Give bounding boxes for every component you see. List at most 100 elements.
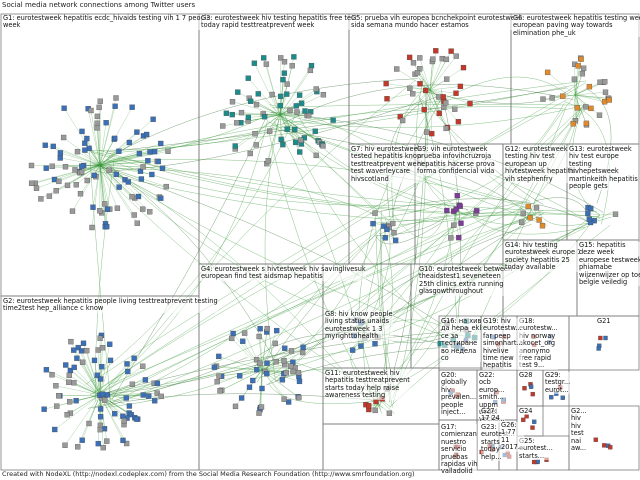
user-node <box>147 149 153 155</box>
user-node <box>126 139 133 146</box>
user-node <box>574 105 581 111</box>
user-node <box>290 368 296 375</box>
user-node <box>272 340 278 347</box>
user-node <box>140 164 146 170</box>
group-label-g3: G3: eurotestweek hiv testing hepatitis f… <box>201 14 358 30</box>
user-node <box>238 109 245 116</box>
edge <box>250 236 375 373</box>
user-node <box>82 140 88 146</box>
user-node <box>612 211 619 217</box>
edge <box>107 227 383 405</box>
edge <box>279 114 301 141</box>
user-node <box>608 445 613 450</box>
user-node <box>454 192 460 199</box>
user-node <box>298 137 304 143</box>
user-node <box>247 150 253 157</box>
user-node <box>140 206 146 212</box>
user-node <box>457 203 463 209</box>
edge <box>90 110 101 166</box>
edge <box>31 164 101 184</box>
edge <box>413 62 431 91</box>
group-label-g24: G24 <box>519 407 533 416</box>
user-node <box>63 362 69 368</box>
user-node <box>245 75 251 81</box>
edge <box>99 122 107 166</box>
user-node <box>53 383 59 389</box>
user-node <box>155 158 161 165</box>
edge <box>77 151 101 166</box>
user-node <box>528 384 534 389</box>
user-node <box>386 410 393 416</box>
user-node <box>585 210 591 216</box>
edge <box>375 220 445 245</box>
group-label-g15: G15: hepatitis deze week europese testwe… <box>579 241 640 287</box>
edge <box>279 114 282 140</box>
group-label-g14: G14: hiv testing eurotestweek europe 1 s… <box>505 241 582 272</box>
edge <box>279 65 312 116</box>
user-node <box>49 163 55 169</box>
edge <box>429 89 457 94</box>
group-label-g19: G19: hiv eurotestw... far peep simonhart… <box>483 317 523 370</box>
user-node <box>384 96 390 102</box>
edge <box>108 200 539 386</box>
group-label-g6: G6: eurotestweek hepatitis testing week … <box>513 14 640 38</box>
user-node <box>417 81 423 87</box>
edge <box>93 106 564 166</box>
user-node <box>216 373 222 379</box>
user-node <box>84 135 90 142</box>
user-node <box>263 61 270 67</box>
user-node <box>366 402 372 409</box>
user-node <box>266 128 273 135</box>
user-node <box>285 399 292 405</box>
edge <box>82 394 101 441</box>
edge <box>387 91 428 391</box>
user-node <box>444 76 450 82</box>
group-label-g4: G4: eurotestweek s hivtestweek hiv savin… <box>201 265 366 281</box>
edge <box>219 369 263 391</box>
edge <box>261 348 285 371</box>
edge <box>99 164 102 213</box>
group-label-g11: G11: eurotestweek hiv hepatitis testtrea… <box>325 369 410 400</box>
user-node <box>287 107 293 114</box>
user-node <box>94 120 100 126</box>
user-node <box>149 171 155 178</box>
user-node <box>220 123 226 129</box>
edge <box>99 106 116 166</box>
user-node <box>410 60 417 66</box>
user-node <box>165 148 171 154</box>
user-node <box>533 205 540 211</box>
edge <box>274 106 577 128</box>
user-node <box>433 48 439 54</box>
user-node <box>358 343 364 349</box>
user-node <box>97 426 103 433</box>
edge <box>99 164 142 180</box>
user-node <box>410 91 416 97</box>
user-node <box>72 167 78 173</box>
user-node <box>128 411 134 418</box>
user-node <box>107 341 113 347</box>
user-node <box>521 417 526 423</box>
edge <box>99 164 107 227</box>
edge <box>542 94 576 100</box>
user-node <box>112 103 118 109</box>
user-node <box>274 327 280 334</box>
user-node <box>74 355 80 361</box>
user-node <box>104 206 111 212</box>
user-node <box>349 347 356 353</box>
edge <box>99 160 148 166</box>
user-node <box>570 121 576 127</box>
edge <box>574 94 609 99</box>
user-node <box>288 348 295 354</box>
user-node <box>430 56 436 62</box>
edge <box>106 159 529 209</box>
user-node <box>252 131 258 137</box>
group-box-g17 <box>322 423 440 471</box>
edge <box>85 116 295 385</box>
user-node <box>57 155 63 161</box>
user-node <box>145 158 151 164</box>
user-node <box>84 177 90 184</box>
user-node <box>245 114 252 121</box>
user-node <box>78 348 85 354</box>
user-node <box>373 398 379 405</box>
edge <box>254 63 281 116</box>
